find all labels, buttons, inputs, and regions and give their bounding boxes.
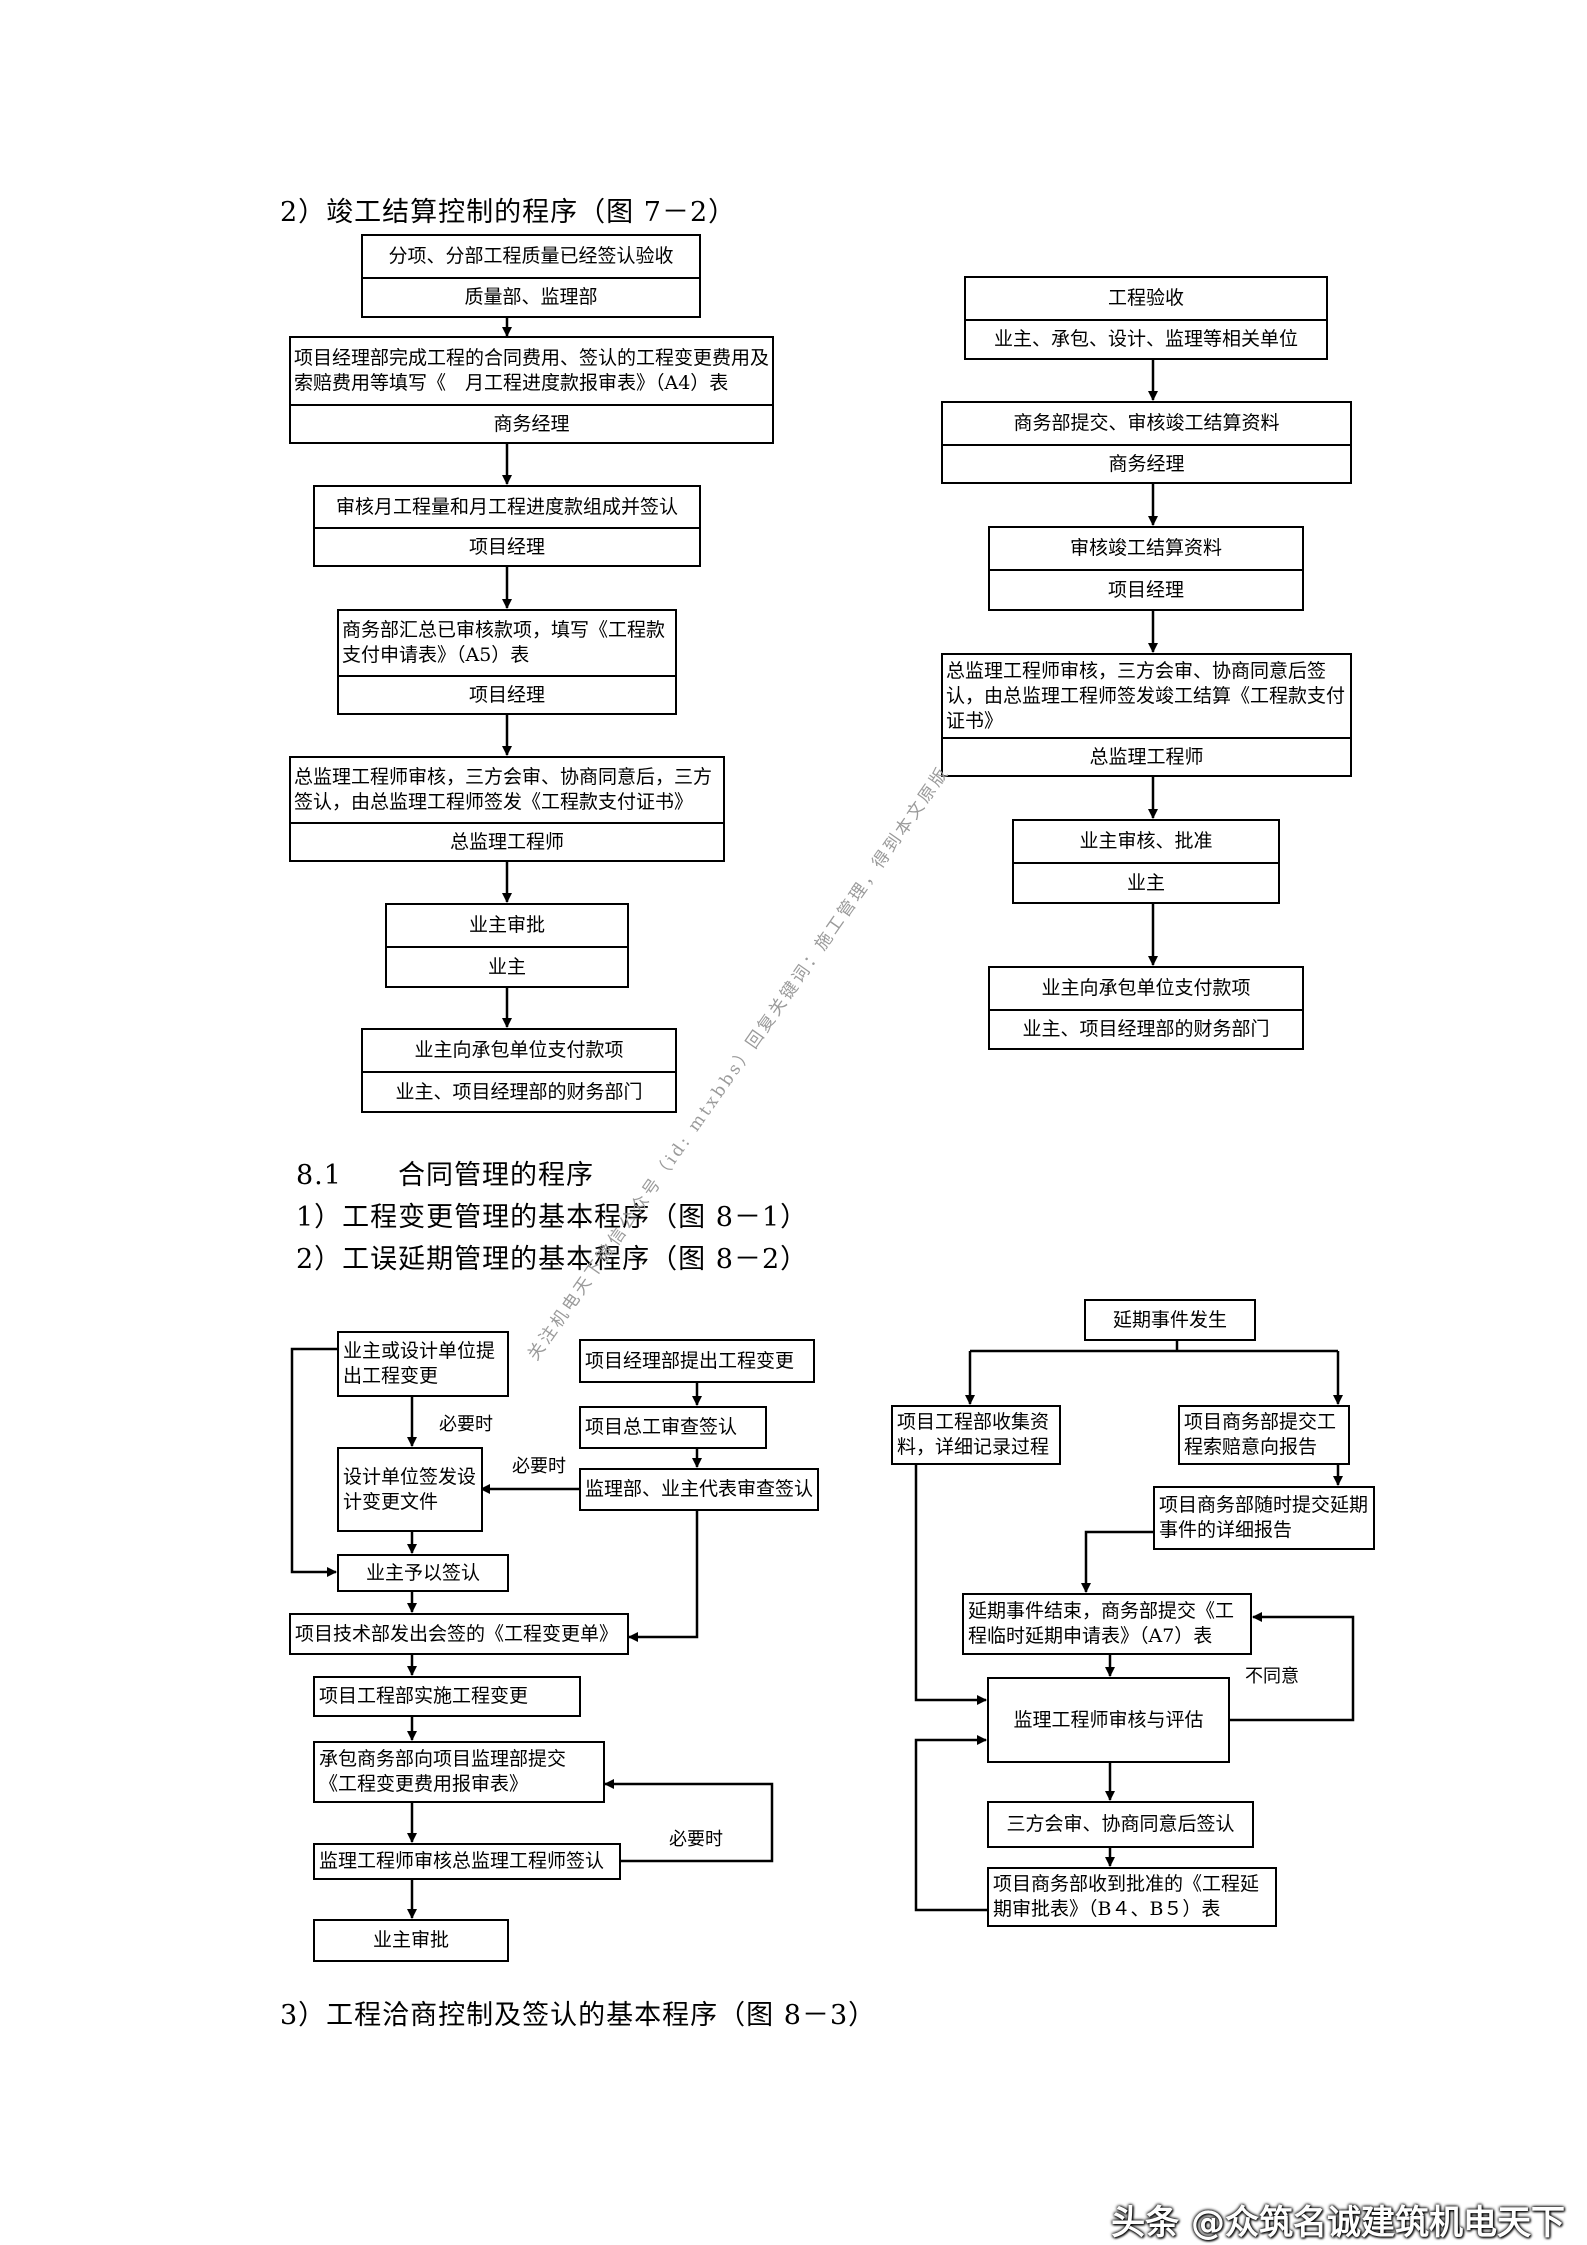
- flow-left-step-1: 分项、分部工程质量已经签认验收 质量部、监理部: [361, 234, 701, 318]
- note-when-needed-1: 必要时: [439, 1414, 493, 1435]
- flow-left-step-5: 总监理工程师审核，三方会审、协商同意后，三方签认，由总监理工程师签发《工程款支付…: [289, 756, 725, 862]
- step-role: 业主、项目经理部的财务部门: [363, 1071, 675, 1111]
- note-when-needed-2: 必要时: [512, 1456, 566, 1477]
- delay-apply: 延期事件结束，商务部提交《工程临时延期申请表》（A7）表: [962, 1593, 1252, 1655]
- step-task: 分项、分部工程质量已经签认验收: [388, 245, 674, 267]
- flow-right-step-5: 业主审核、批准 业主: [1012, 819, 1280, 904]
- change-owner-design-proposal: 业主或设计单位提出工程变更: [337, 1331, 509, 1397]
- heading-figure-8-2: 2）工误延期管理的基本程序（图 8－2）: [296, 1244, 809, 1275]
- note-disagree: 不同意: [1245, 1666, 1299, 1687]
- step-task: 商务部提交、审核竣工结算资料: [1013, 412, 1280, 434]
- step-task: 总监理工程师审核，三方会审、协商同意后，三方签认，由总监理工程师签发《工程款支付…: [294, 766, 713, 813]
- flow-right-step-6: 业主向承包单位支付款项 业主、项目经理部的财务部门: [988, 966, 1304, 1050]
- step-task: 商务部汇总已审核款项，填写《工程款支付申请表》（A5）表: [342, 619, 666, 666]
- step-role: 业主: [387, 946, 627, 986]
- delay-receive-approval: 项目商务部收到批准的《工程延期审批表》（B４、B５）表: [987, 1867, 1277, 1927]
- flow-left-step-4: 商务部汇总已审核款项，填写《工程款支付申请表》（A5）表 项目经理: [337, 609, 677, 715]
- step-role: 业主、项目经理部的财务部门: [990, 1009, 1302, 1048]
- delay-review: 监理工程师审核与评估: [987, 1677, 1230, 1763]
- flow-left-step-3: 审核月工程量和月工程进度款组成并签认 项目经理: [313, 485, 701, 567]
- change-cost-submit: 承包商务部向项目监理部提交《工程变更费用报审表》: [313, 1741, 605, 1803]
- step-task: 总监理工程师审核，三方会审、协商同意后签认，由总监理工程师签发竣工结算《工程款支…: [946, 659, 1346, 732]
- step-role: 项目经理: [339, 675, 675, 713]
- delay-collect-data: 项目工程部收集资料，详细记录过程: [891, 1405, 1061, 1465]
- step-role: 质量部、监理部: [363, 277, 699, 316]
- arrow: [604, 1779, 774, 1863]
- step-role: 商务经理: [291, 404, 772, 442]
- step-task: 审核月工程量和月工程进度款组成并签认: [335, 495, 678, 518]
- heading-figure-8-1: 1）工程变更管理的基本程序（图 8－1）: [296, 1202, 809, 1233]
- delay-tripartite-agree: 三方会审、协商同意后签认: [987, 1801, 1254, 1848]
- step-task: 业主审批: [468, 914, 545, 936]
- flow-left-step-2: 项目经理部完成工程的合同费用、签认的工程变更费用及索赔费用等填写《 月工程进度款…: [289, 336, 774, 444]
- arrow: [914, 1735, 988, 1912]
- step-task: 项目经理部完成工程的合同费用、签认的工程变更费用及索赔费用等填写《 月工程进度款…: [294, 347, 770, 394]
- change-design-issue: 设计单位签发设计变更文件: [337, 1447, 483, 1532]
- step-role: 总监理工程师: [291, 822, 723, 860]
- arrow: [290, 1347, 337, 1577]
- change-owner-sign: 业主予以签认: [337, 1554, 509, 1592]
- step-role: 业主、承包、设计、监理等相关单位: [966, 319, 1326, 358]
- delay-detail-report: 项目商务部随时提交延期事件的详细报告: [1153, 1486, 1375, 1550]
- step-role: 项目经理: [990, 569, 1302, 609]
- heading-figure-8-3: 3）工程洽商控制及签认的基本程序（图 8－3）: [280, 2000, 877, 2031]
- step-task: 业主审核、批准: [1079, 830, 1213, 852]
- arrow: [1230, 1612, 1355, 1722]
- step-role: 总监理工程师: [943, 737, 1350, 775]
- change-supervisor-sign: 监理工程师审核总监理工程师签认: [313, 1843, 621, 1880]
- step-task: 业主向承包单位支付款项: [414, 1039, 624, 1061]
- step-role: 项目经理: [315, 527, 699, 565]
- step-role: 商务经理: [943, 444, 1350, 482]
- flow-left-step-7: 业主向承包单位支付款项 业主、项目经理部的财务部门: [361, 1028, 677, 1113]
- delay-claim-intent: 项目商务部提交工程索赔意向报告: [1178, 1405, 1350, 1465]
- change-supervision-review: 监理部、业主代表审查签认: [579, 1468, 819, 1511]
- delay-event: 延期事件发生: [1084, 1299, 1256, 1341]
- change-pm-proposal: 项目经理部提出工程变更: [579, 1339, 815, 1383]
- step-task: 审核竣工结算资料: [1069, 537, 1222, 559]
- step-task: 工程验收: [1107, 287, 1184, 309]
- footer-brand: 头条 @众筑名诚建筑机电天下: [1111, 2203, 1565, 2243]
- flow-right-step-1: 工程验收 业主、承包、设计、监理等相关单位: [964, 276, 1328, 360]
- arrow: [1081, 1530, 1161, 1593]
- arrow: [628, 1511, 699, 1642]
- change-owner-approve: 业主审批: [313, 1919, 509, 1962]
- note-when-needed-3: 必要时: [669, 1829, 723, 1850]
- step-task: 业主向承包单位支付款项: [1041, 977, 1251, 999]
- heading-figure-7-2: 2）竣工结算控制的程序（图 7－2）: [280, 197, 737, 228]
- flow-right-step-4: 总监理工程师审核，三方会审、协商同意后签认，由总监理工程师签发竣工结算《工程款支…: [941, 653, 1352, 777]
- change-implement: 项目工程部实施工程变更: [313, 1676, 581, 1717]
- heading-section-8-1: 8.1 合同管理的程序: [296, 1160, 594, 1191]
- flow-left-step-6: 业主审批 业主: [385, 903, 629, 988]
- flow-right-step-3: 审核竣工结算资料 项目经理: [988, 526, 1304, 611]
- change-tech-issue: 项目技术部发出会签的《工程变更单》: [289, 1613, 629, 1655]
- arrow: [914, 1465, 987, 1705]
- change-chief-engineer-review: 项目总工审查签认: [579, 1406, 767, 1449]
- flow-right-step-2: 商务部提交、审核竣工结算资料 商务经理: [941, 401, 1352, 484]
- step-role: 业主: [1014, 862, 1278, 902]
